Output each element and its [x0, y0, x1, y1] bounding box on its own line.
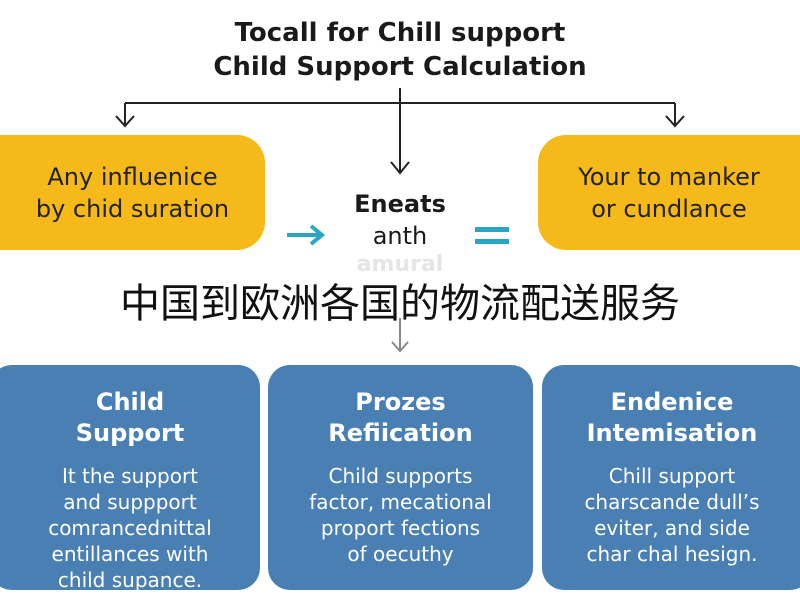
right-arrowhead-icon [665, 115, 685, 128]
overlay-band [0, 252, 800, 315]
card-prozes: Prozes Refiication Child supports factor… [268, 365, 533, 590]
card-body-line: It the support [61, 464, 199, 488]
left-arrowhead-icon [115, 115, 135, 128]
center-arrowhead-icon [390, 161, 410, 175]
card-heading-line2: Support [75, 419, 185, 447]
card-heading-line1: Prozes [355, 388, 446, 416]
card-endenice: Endenice Intemisation Chill support char… [542, 365, 800, 590]
diagram-title-line1: Tocall for Chill support [234, 18, 566, 48]
card-body-line: child supance. [57, 568, 203, 592]
card-body-line: proport fections [320, 516, 481, 540]
diagram-title-line2: Child Support Calculation [213, 52, 587, 82]
equals-icon [475, 227, 509, 244]
right-factor-box: Your to manker or cundlance [538, 135, 800, 250]
overlay-caption: 中国到欧洲各国的物流配送服务 [120, 281, 680, 327]
left-box-line1: Any influenice [47, 162, 218, 191]
middle-line1: Eneats [354, 190, 446, 218]
card-heading-line1: Child [95, 388, 165, 416]
left-factor-box: Any influenice by chid suration [0, 135, 265, 250]
card-body-line: char chal hesign. [586, 542, 758, 566]
middle-line2: anth [372, 222, 428, 250]
card-heading-line2: Refiication [328, 419, 473, 447]
right-box-line1: Your to manker [578, 162, 760, 191]
lower-arrowhead-icon [391, 341, 409, 353]
card-body-line: Chill support [608, 464, 736, 488]
card-body-line: Child supports [328, 464, 473, 488]
left-box-line2: by chid suration [35, 194, 230, 223]
card-body-line: of oecuthy [347, 542, 454, 566]
right-box-line2: or cundlance [591, 194, 747, 223]
card-body-line: and suppport [63, 490, 197, 514]
teal-arrow-icon [287, 224, 326, 246]
card-body-line: factor, mecational [309, 490, 492, 514]
card-body-line: comrancednittal [48, 516, 212, 540]
card-body-line: eviter, and side [594, 516, 750, 540]
card-child-support: Child Support It the support and supppor… [0, 365, 260, 592]
card-heading-line2: Intemisation [586, 419, 758, 447]
card-heading-line1: Endenice [610, 388, 734, 416]
card-body-line: charscande dull’s [584, 490, 760, 514]
card-body-line: entillances with [51, 542, 209, 566]
